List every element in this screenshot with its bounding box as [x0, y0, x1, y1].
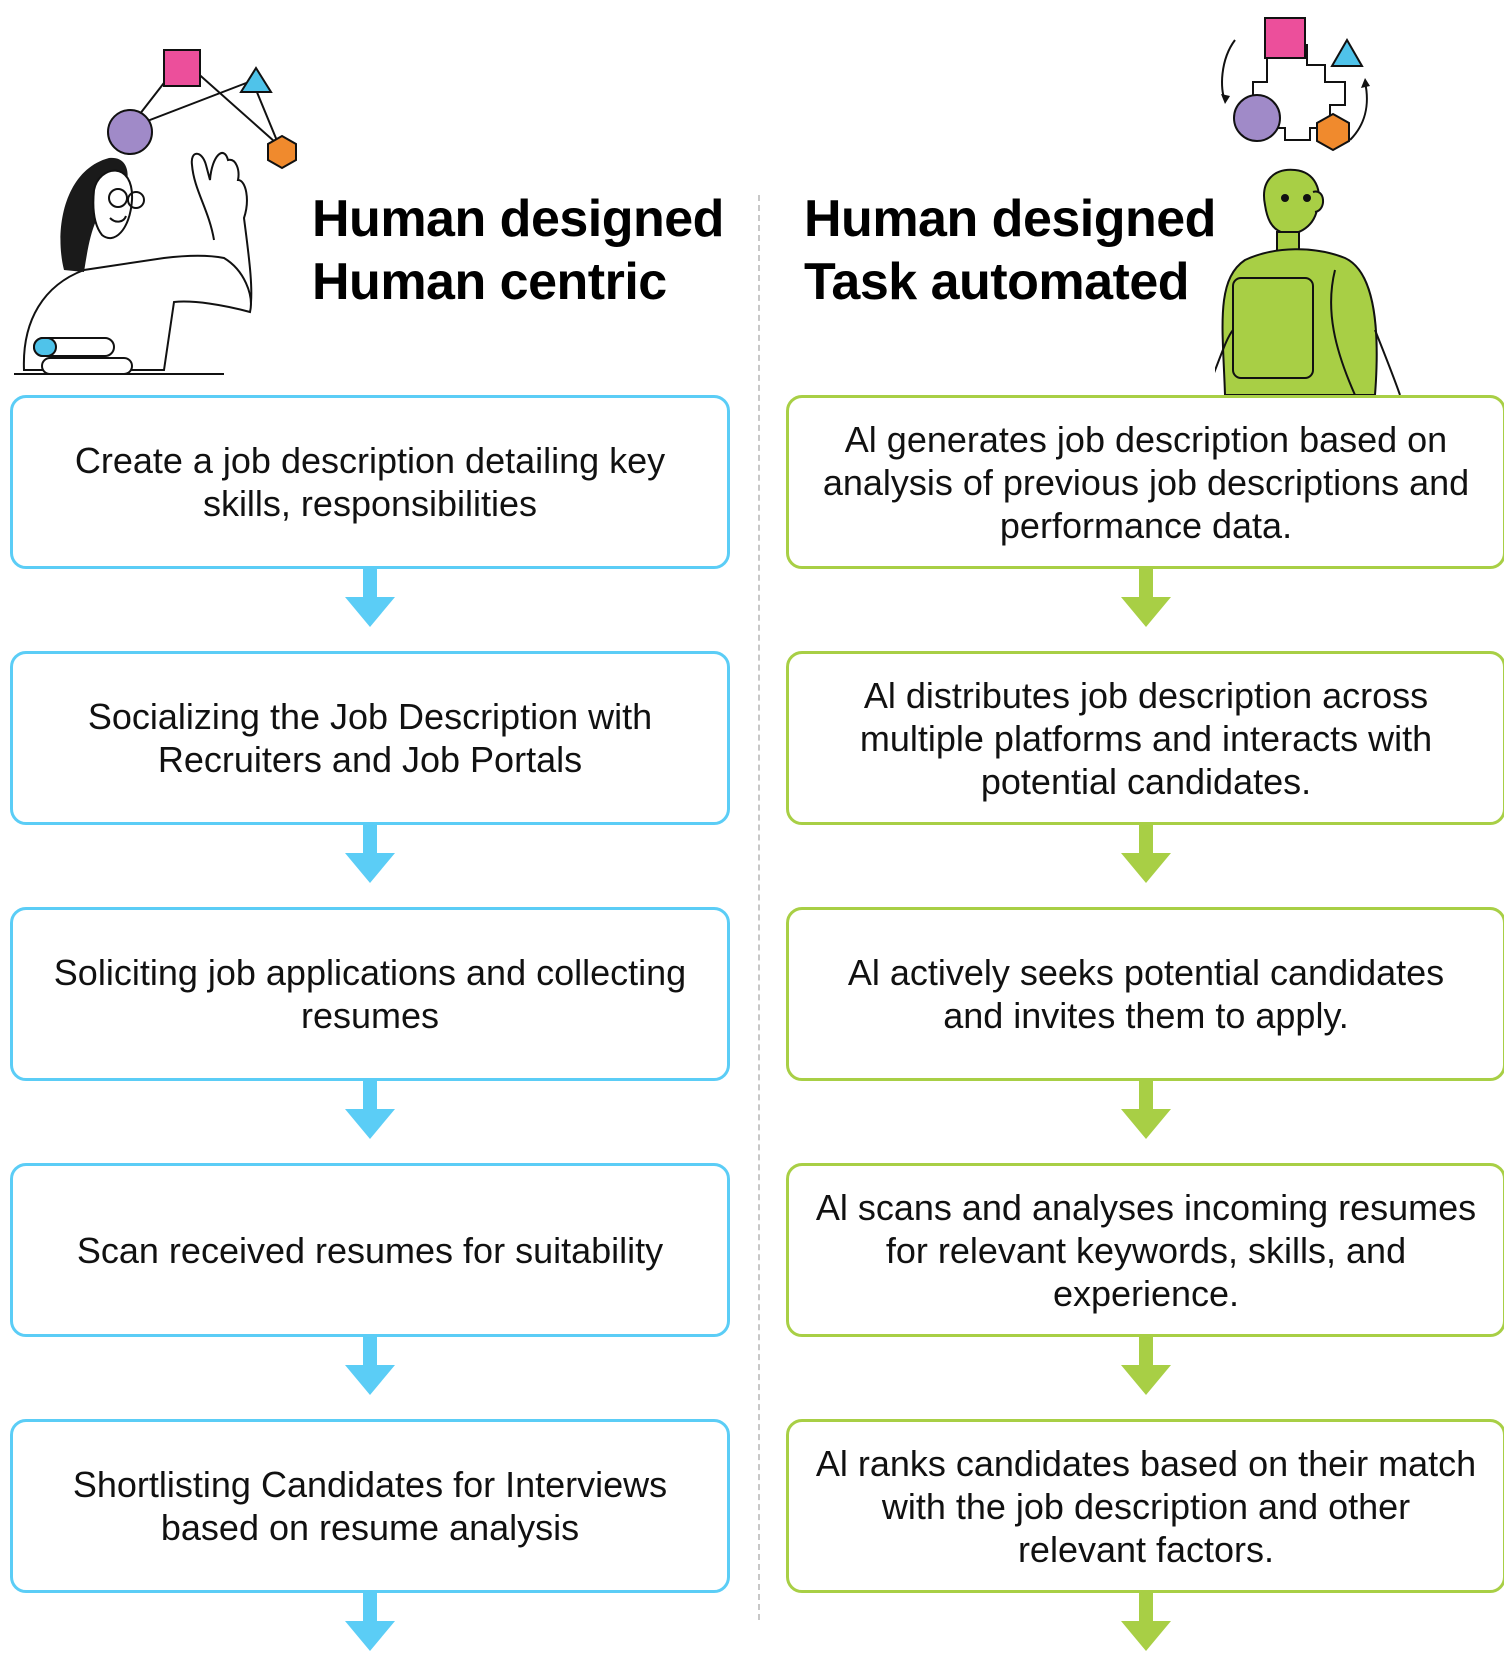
- left-step-1: Create a job description detailing key s…: [10, 395, 730, 569]
- arrow-down-icon: [1121, 1593, 1171, 1651]
- right-arrow-1: [786, 569, 1504, 651]
- arrow-down-icon: [1121, 825, 1171, 883]
- right-process-column: Al generates job description based on an…: [786, 395, 1504, 1675]
- left-process-column: Create a job description detailing key s…: [10, 395, 730, 1675]
- left-title-line2: Human centric: [312, 253, 667, 311]
- left-arrow-4: [10, 1337, 730, 1419]
- arrow-down-icon: [1121, 1337, 1171, 1395]
- left-arrow-3: [10, 1081, 730, 1163]
- arrow-down-icon: [345, 825, 395, 883]
- arrow-down-icon: [1121, 1081, 1171, 1139]
- right-step-5: Al ranks candidates based on their match…: [786, 1419, 1504, 1593]
- arrow-down-icon: [345, 1593, 395, 1651]
- right-column-title: Human designed Task automated: [804, 188, 1216, 314]
- left-column-title: Human designed Human centric: [312, 188, 724, 314]
- arrow-down-icon: [1121, 569, 1171, 627]
- left-step-4: Scan received resumes for suitability: [10, 1163, 730, 1337]
- arrow-down-icon: [345, 1081, 395, 1139]
- right-arrow-2: [786, 825, 1504, 907]
- right-step-3: Al actively seeks potential candidates a…: [786, 907, 1504, 1081]
- right-step-1: Al generates job description based on an…: [786, 395, 1504, 569]
- right-arrow-3: [786, 1081, 1504, 1163]
- right-title-line1: Human designed: [804, 190, 1216, 248]
- arrow-down-icon: [345, 1337, 395, 1395]
- left-arrow-5: [10, 1593, 730, 1675]
- right-title-line2: Task automated: [804, 253, 1190, 311]
- arrow-down-icon: [345, 569, 395, 627]
- column-divider: [758, 195, 760, 1620]
- right-step-4: Al scans and analyses incoming resumes f…: [786, 1163, 1504, 1337]
- person-with-shapes-illustration: [14, 49, 297, 375]
- left-arrow-1: [10, 569, 730, 651]
- right-arrow-5: [786, 1593, 1504, 1675]
- left-step-5: Shortlisting Candidates for Interviews b…: [10, 1419, 730, 1593]
- left-step-3: Soliciting job applications and collecti…: [10, 907, 730, 1081]
- robot-illustration: [1215, 17, 1401, 395]
- right-arrow-4: [786, 1337, 1504, 1419]
- right-step-2: Al distributes job description across mu…: [786, 651, 1504, 825]
- left-step-2: Socializing the Job Description with Rec…: [10, 651, 730, 825]
- left-arrow-2: [10, 825, 730, 907]
- left-title-line1: Human designed: [312, 190, 724, 248]
